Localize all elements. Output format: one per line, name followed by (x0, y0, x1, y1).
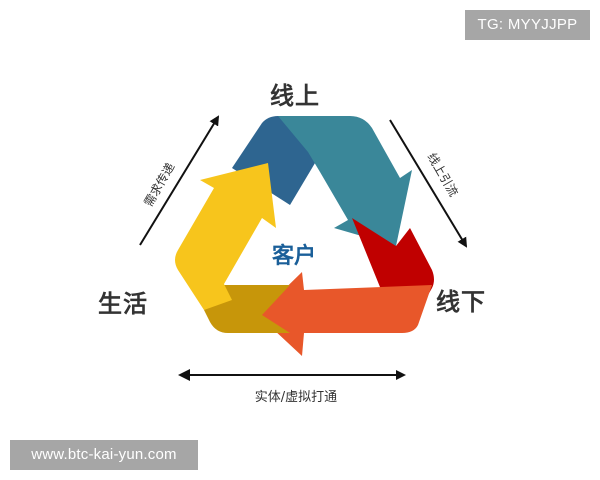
blue-band (232, 116, 318, 205)
left-edge-arrow (139, 115, 220, 246)
right-edge-arrow (389, 119, 468, 248)
yellow-arrow (175, 163, 276, 310)
watermark-top: TG: MYYJJPP (465, 10, 590, 40)
node-label-offline: 线下 (436, 288, 486, 316)
orange-arrow (258, 272, 432, 356)
center-label-customer: 客户 (272, 244, 317, 269)
node-label-life: 生活 (98, 290, 148, 318)
red-band (352, 218, 434, 302)
node-label-online: 线上 (270, 82, 320, 110)
teal-arrow (278, 116, 412, 246)
watermark-bottom: www.btc-kai-yun.com (10, 440, 198, 470)
edge-label-physical-virtual: 实体/虚拟打通 (254, 390, 338, 405)
